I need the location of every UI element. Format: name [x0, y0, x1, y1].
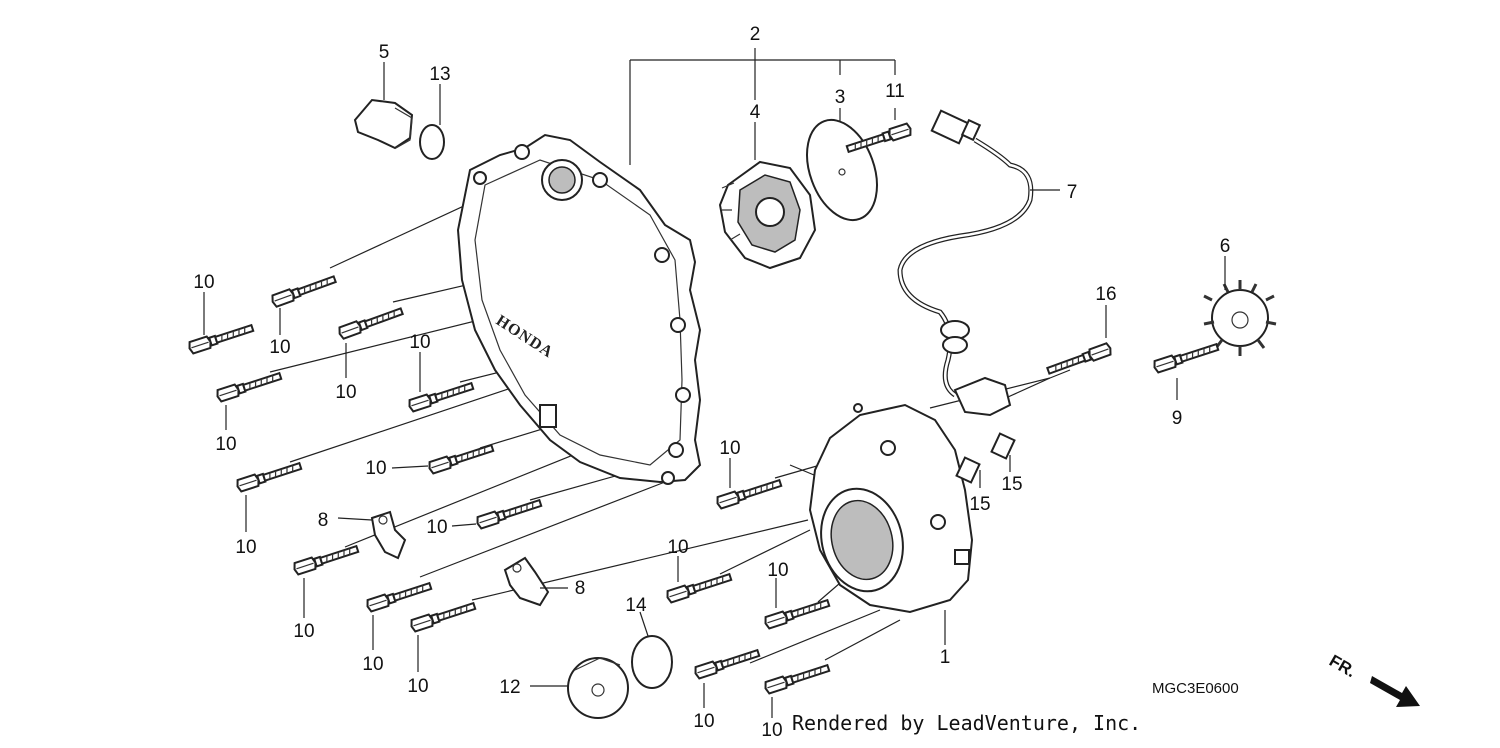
- arrow-right-icon: [1370, 676, 1420, 707]
- callout-1: 1: [940, 647, 951, 668]
- callout-3: 3: [835, 87, 846, 108]
- callout-10: 10: [409, 332, 430, 353]
- drain-plug: [567, 657, 629, 719]
- wire-clamp-upper: [370, 510, 407, 560]
- front-label: FR.: [1326, 651, 1359, 681]
- callout-6: 6: [1220, 236, 1231, 257]
- bolt-9: [1151, 340, 1221, 375]
- oil-filler-cap: [353, 98, 414, 150]
- render-credit: Rendered by LeadVenture, Inc.: [792, 711, 1141, 735]
- generator-cover: [808, 403, 974, 614]
- callout-10: 10: [269, 337, 290, 358]
- callout-10: 10: [293, 621, 314, 642]
- callout-5: 5: [379, 42, 390, 63]
- callout-10: 10: [335, 382, 356, 403]
- callout-ticks: [203, 62, 1226, 718]
- callout-16: 16: [1095, 284, 1116, 305]
- assembly-bracket: [629, 48, 896, 165]
- callout-10: 10: [761, 720, 782, 741]
- callout-10: 10: [667, 537, 688, 558]
- wire-harness: [897, 109, 1060, 417]
- callout-10: 10: [215, 434, 236, 455]
- pulser-gear: [1203, 280, 1277, 356]
- callout-4: 4: [750, 102, 761, 123]
- callout-9: 9: [1172, 408, 1183, 429]
- callout-12: 12: [499, 677, 520, 698]
- callout-10: 10: [719, 438, 740, 459]
- front-direction-arrow: FR.: [1326, 651, 1420, 707]
- callout-15-right: 15: [1001, 474, 1022, 495]
- wire-clamp-lower: [503, 556, 550, 607]
- callout-10: 10: [235, 537, 256, 558]
- callout-2: 2: [750, 24, 761, 45]
- bolt-16: [1045, 341, 1114, 378]
- callout-10: 10: [407, 676, 428, 697]
- flywheel-rotor: [718, 160, 817, 270]
- callout-labels: 1 2 3 4 5 6 7 8 8 9 11 12 13 14 15 15 16…: [193, 24, 1230, 741]
- callout-7: 7: [1067, 182, 1078, 203]
- diagram-code: MGC3E0600: [1152, 680, 1239, 697]
- callout-11: 11: [885, 81, 905, 102]
- callout-13: 13: [429, 64, 450, 85]
- callout-10: 10: [693, 711, 714, 732]
- callout-10: 10: [362, 654, 383, 675]
- dowel-pins: [955, 432, 1016, 484]
- callout-10: 10: [767, 560, 788, 581]
- o-ring-13: [419, 124, 445, 160]
- callout-15-left: 15: [969, 494, 990, 515]
- callout-8-upper: 8: [318, 510, 329, 531]
- callout-10: 10: [193, 272, 214, 293]
- callout-8-lower: 8: [575, 578, 586, 599]
- callout-14: 14: [625, 595, 647, 616]
- callout-10: 10: [365, 458, 386, 479]
- o-ring-14: [631, 635, 673, 689]
- left-crankcase-cover: HONDA: [456, 133, 702, 485]
- callout-10: 10: [426, 517, 447, 538]
